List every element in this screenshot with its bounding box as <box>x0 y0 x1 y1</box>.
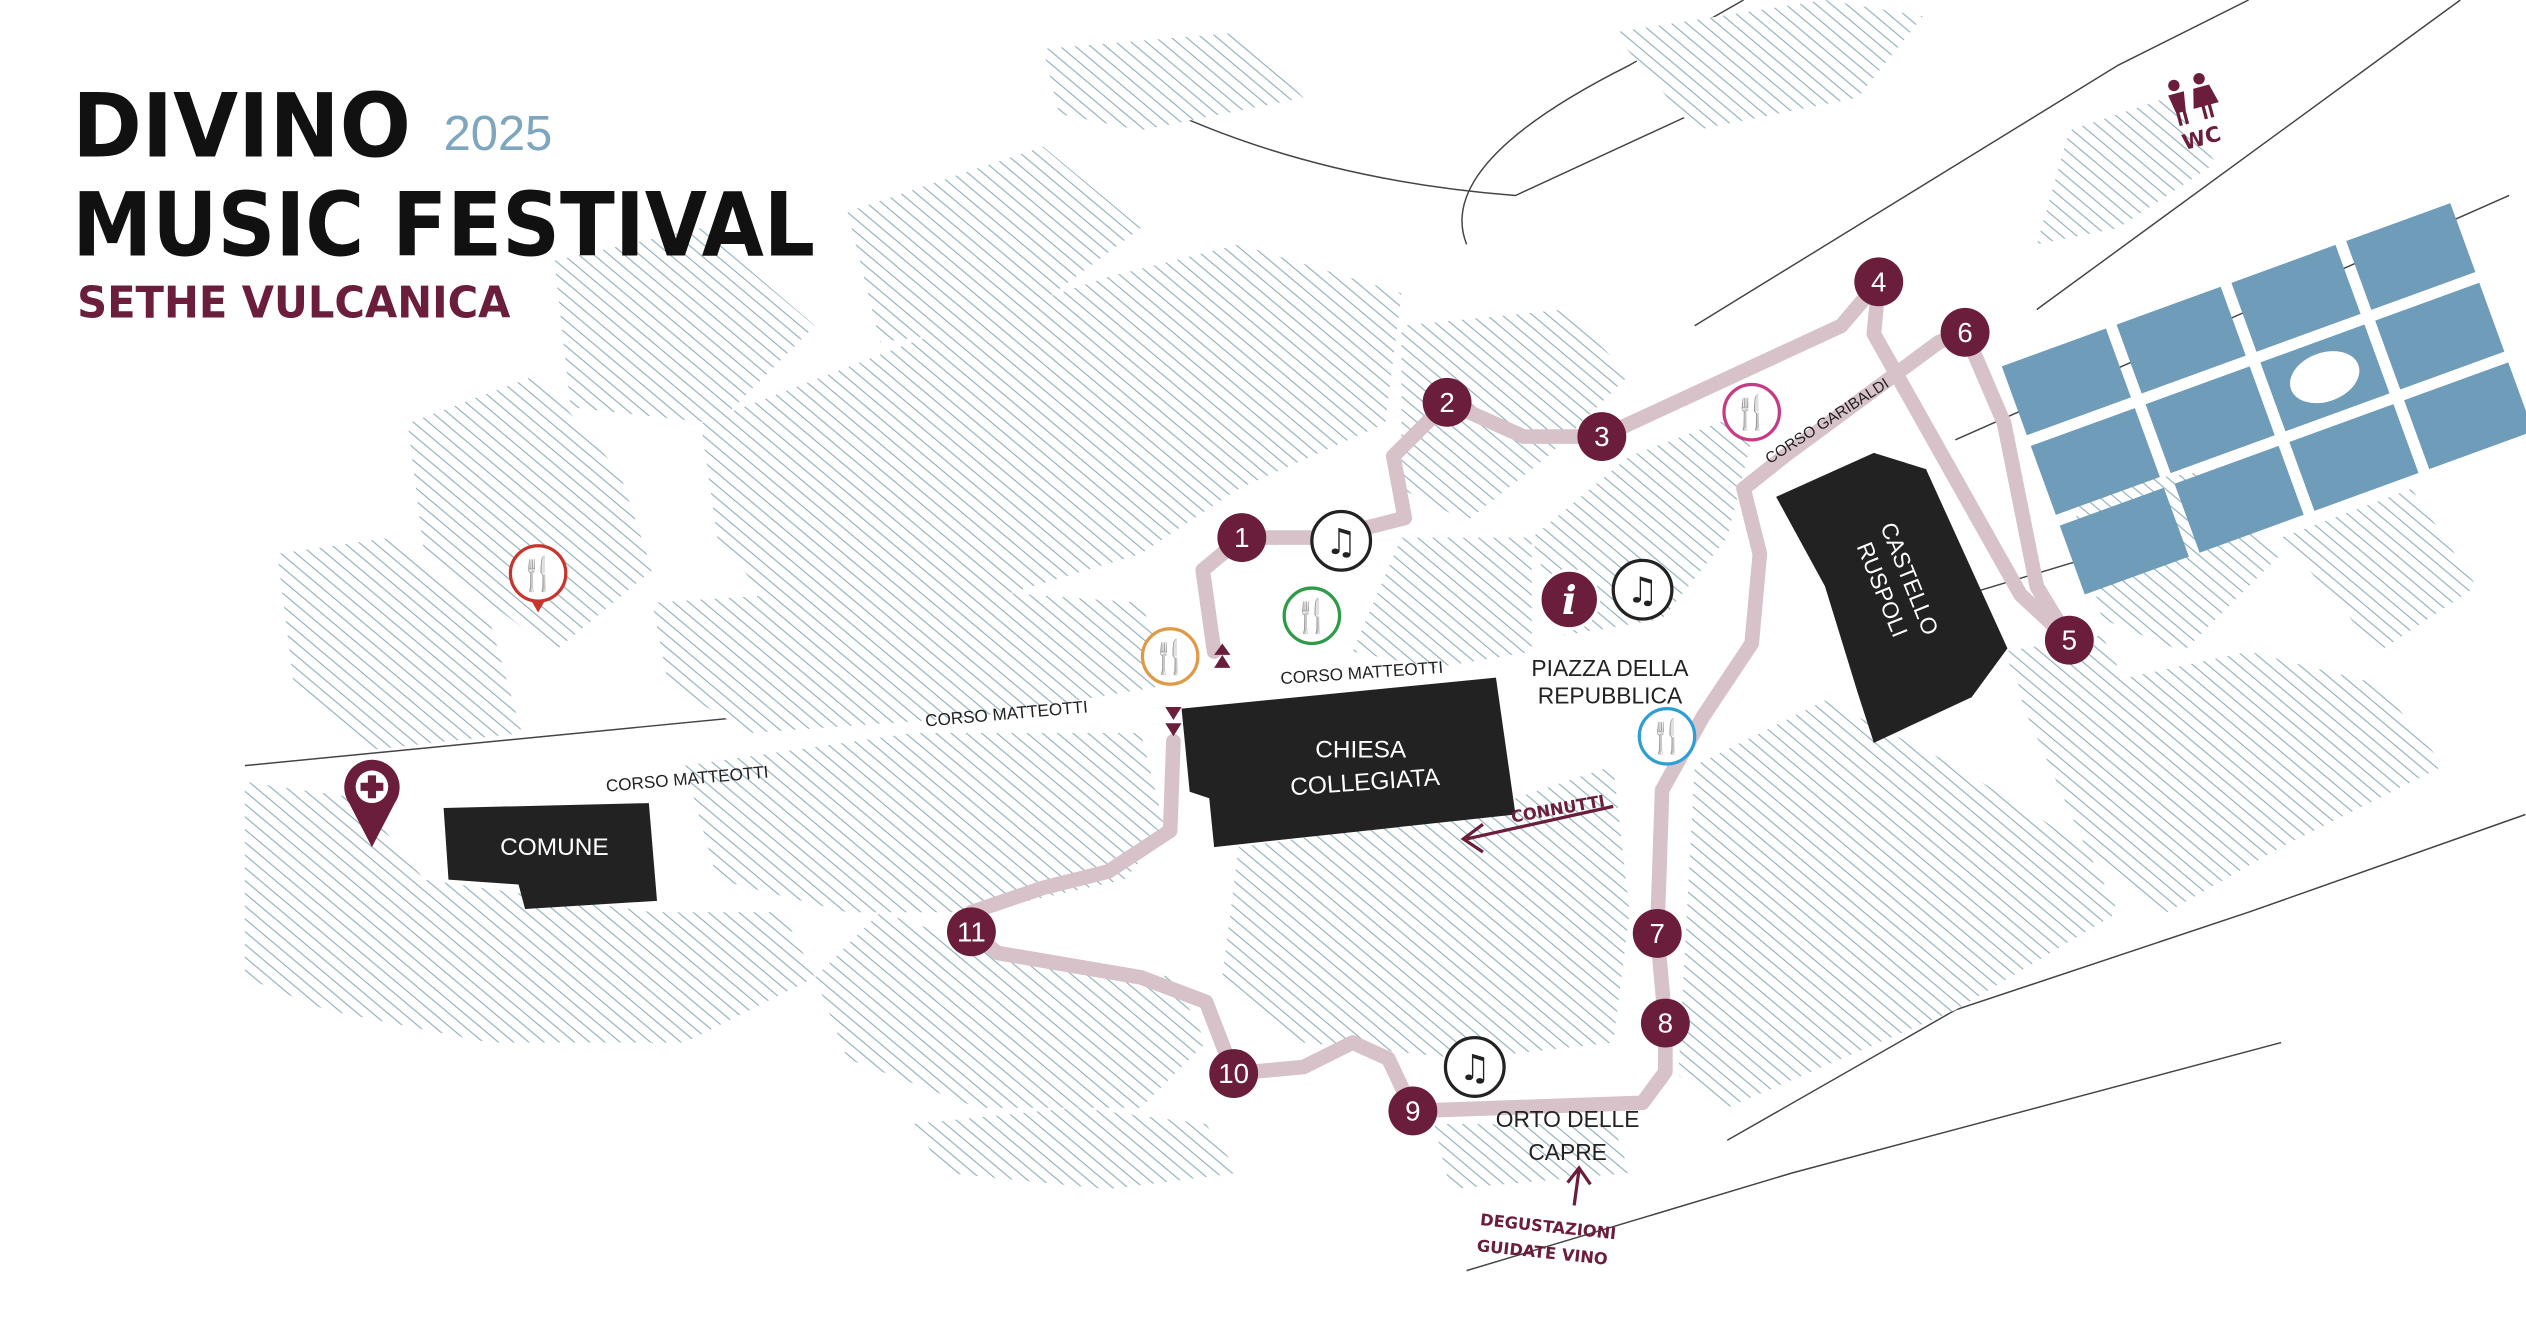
stop-1[interactable]: 1 <box>1217 513 1267 563</box>
stop-5[interactable]: 5 <box>2044 615 2094 665</box>
svg-text:4: 4 <box>1871 266 1886 297</box>
first-aid-pin-icon[interactable] <box>344 759 400 848</box>
svg-text:♫: ♫ <box>1325 522 1357 563</box>
music-icon[interactable]: ♫ <box>1443 1036 1506 1098</box>
restaurant-icon[interactable]: 🍴 <box>1722 382 1782 442</box>
svg-text:♫: ♫ <box>1626 571 1658 612</box>
buildings <box>443 452 2008 909</box>
music-icon[interactable]: ♫ <box>1611 558 1674 621</box>
svg-text:3: 3 <box>1594 421 1609 452</box>
comune-building <box>443 803 658 909</box>
title-line-1: DIVINO <box>72 74 411 177</box>
stop-6[interactable]: 6 <box>1940 307 1990 357</box>
title-line-2: MUSIC FESTIVAL <box>72 174 815 277</box>
castello-ruspoli-building <box>1776 452 2008 743</box>
music-icon[interactable]: ♫ <box>1310 509 1373 572</box>
stop-4[interactable]: 4 <box>1854 257 1904 307</box>
svg-text:GUIDATE VINO: GUIDATE VINO <box>1476 1236 1609 1269</box>
svg-text:♫: ♫ <box>1459 1048 1491 1089</box>
svg-text:🍴: 🍴 <box>1292 597 1333 636</box>
restaurant-icon[interactable]: 🍴 <box>1282 586 1342 646</box>
title-year: 2025 <box>444 107 553 161</box>
svg-text:2: 2 <box>1439 387 1454 418</box>
svg-text:🍴: 🍴 <box>1647 718 1688 757</box>
svg-text:10: 10 <box>1218 1058 1249 1089</box>
stop-7[interactable]: 7 <box>1632 908 1682 958</box>
stop-10[interactable]: 10 <box>1209 1049 1259 1098</box>
parking-area <box>2001 203 2526 595</box>
piazza-label: PIAZZA DELLA <box>1531 655 1689 681</box>
svg-text:🍴: 🍴 <box>1731 394 1772 433</box>
restaurant-icon[interactable]: 🍴 <box>1637 706 1697 766</box>
stop-2[interactable]: 2 <box>1422 377 1472 427</box>
orto-label-2: CAPRE <box>1528 1139 1607 1165</box>
svg-text:1: 1 <box>1234 522 1249 553</box>
street-corso-matteotti-3: CORSO MATTEOTTI <box>1280 658 1444 688</box>
stop-3[interactable]: 3 <box>1577 412 1627 462</box>
festival-title: DIVINO 2025 MUSIC FESTIVAL SETHE VULCANI… <box>72 74 815 328</box>
stop-11[interactable]: 11 <box>946 907 996 957</box>
chiesa-label: CHIESA <box>1315 736 1407 763</box>
svg-text:5: 5 <box>2062 625 2077 656</box>
svg-text:8: 8 <box>1658 1008 1673 1039</box>
comune-label: COMUNE <box>500 834 609 861</box>
svg-text:i: i <box>1562 578 1577 624</box>
svg-text:🍴: 🍴 <box>518 555 559 594</box>
stop-9[interactable]: 9 <box>1388 1086 1438 1136</box>
restaurant-icon[interactable]: 🍴 <box>508 544 568 613</box>
direction-arrows <box>1165 643 1231 737</box>
stop-8[interactable]: 8 <box>1640 998 1690 1048</box>
svg-text:🍴: 🍴 <box>1150 638 1191 677</box>
info-icon[interactable]: i <box>1538 568 1601 631</box>
piazza-label-2: REPUBBLICA <box>1538 683 1683 709</box>
svg-text:11: 11 <box>957 916 986 947</box>
svg-text:6: 6 <box>1957 317 1972 348</box>
restaurant-icon[interactable]: 🍴 <box>1140 627 1200 686</box>
svg-text:7: 7 <box>1650 918 1665 949</box>
route-stops: 1 2 3 4 5 6 7 8 9 10 11 <box>946 257 2094 1136</box>
svg-text:9: 9 <box>1405 1095 1420 1126</box>
chiesa-collegiata-building <box>1181 677 1516 848</box>
orto-label: ORTO DELLE <box>1496 1106 1640 1132</box>
title-subtitle: SETHE VULCANICA <box>77 278 510 329</box>
